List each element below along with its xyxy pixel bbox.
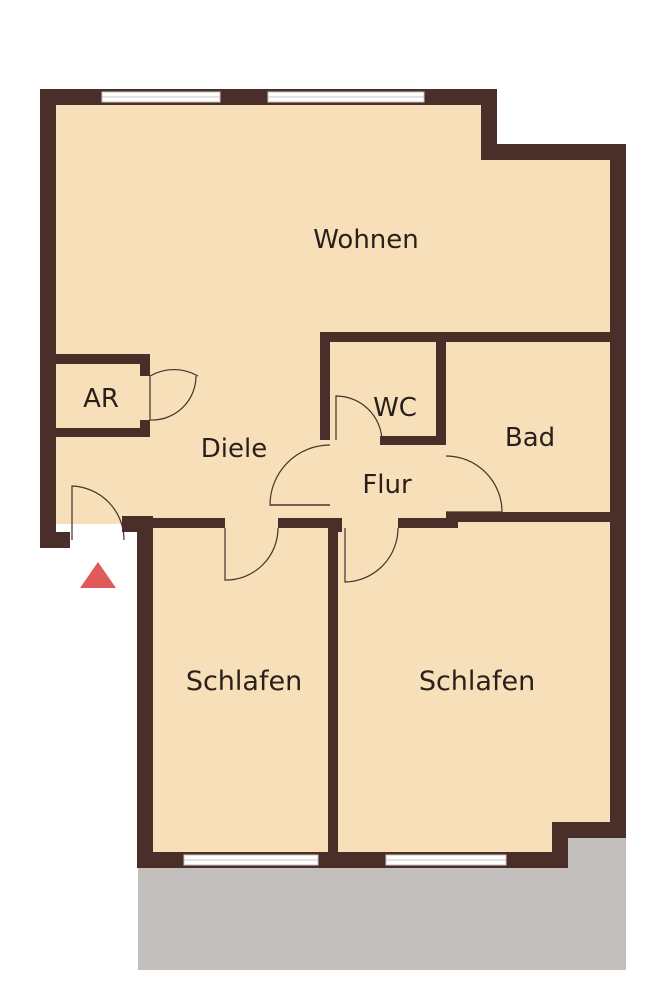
door-flur-left [269, 444, 331, 506]
door-ar [149, 369, 199, 420]
room-label-flur: Flur [362, 470, 412, 500]
interior-walls [48, 332, 618, 860]
floor-area [48, 97, 620, 860]
door-wc [335, 395, 383, 441]
door-schlafen-left [224, 527, 279, 581]
entrance-wall-stub [40, 532, 70, 548]
entrance-wall-stub-right [122, 516, 152, 532]
room-label-ar: AR [83, 384, 119, 414]
door-bad [445, 455, 503, 513]
entrance-marker-icon [80, 562, 116, 588]
room-label-schlafen-left: Schlafen [186, 666, 302, 697]
room-label-schlafen-right: Schlafen [419, 666, 535, 697]
room-label-bad: Bad [505, 423, 555, 453]
door-entrance [71, 485, 125, 541]
windows [101, 91, 507, 866]
room-label-wc: WC [373, 393, 417, 423]
door-swings [71, 369, 503, 583]
room-label-diele: Diele [201, 434, 267, 464]
door-schlafen-right [344, 527, 399, 583]
room-label-wohnen: Wohnen [313, 225, 419, 255]
